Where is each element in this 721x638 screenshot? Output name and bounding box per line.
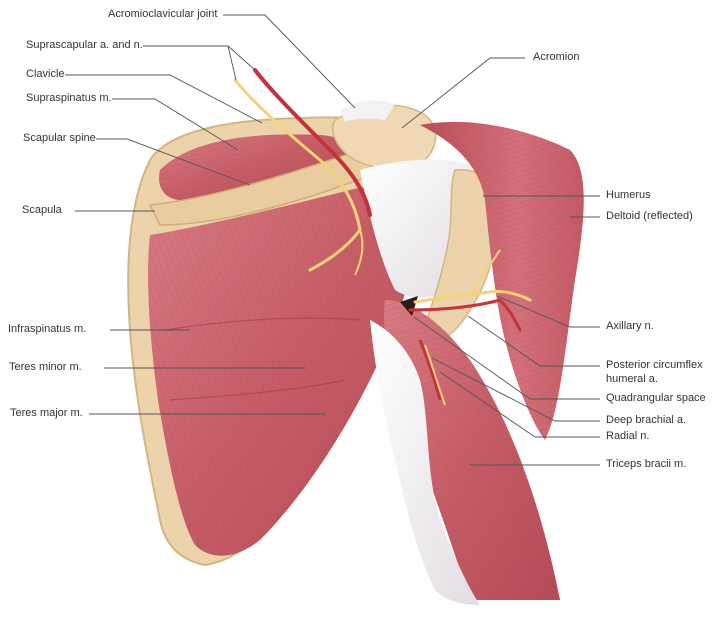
- axillary-nerve: [413, 290, 532, 304]
- posterior-circumflex-artery: [408, 298, 522, 332]
- label-clavicle: Clavicle: [26, 68, 65, 80]
- label-quadrangular-space: Quadrangular space: [606, 392, 706, 404]
- triceps-tendon: [370, 320, 480, 605]
- label-triceps: Triceps bracii m.: [606, 458, 687, 470]
- leader-lines: [65, 14, 600, 466]
- acromioclavicular-joint-capsule: [340, 100, 395, 122]
- label-suprascapular: Suprascapular a. and n.: [26, 39, 143, 51]
- label-posterior-circumflex-line2: humeral a.: [606, 373, 658, 385]
- deep-brachial-artery: [418, 339, 442, 401]
- label-teres-minor: Teres minor m.: [9, 361, 82, 373]
- label-scapula: Scapula: [22, 204, 62, 216]
- label-scapular-spine: Scapular spine: [23, 132, 96, 144]
- label-acromioclavicular-joint: Acromioclavicular joint: [108, 8, 218, 20]
- label-deltoid: Deltoid (reflected): [606, 210, 693, 222]
- label-acromion: Acromion: [533, 51, 580, 63]
- label-supraspinatus: Supraspinatus m.: [26, 92, 112, 104]
- label-infraspinatus: Infraspinatus m.: [8, 323, 87, 335]
- label-axillary: Axillary n.: [606, 320, 654, 332]
- suprascapular-artery: [253, 68, 372, 217]
- label-posterior-circumflex-line1: Posterior circumflex: [606, 359, 703, 371]
- radial-nerve: [424, 344, 446, 406]
- label-radial: Radial n.: [606, 430, 650, 442]
- label-humerus: Humerus: [606, 189, 651, 201]
- label-teres-major: Teres major m.: [10, 407, 83, 419]
- suprascapular-nerve: [233, 78, 362, 272]
- label-deep-brachial: Deep brachial a.: [606, 414, 687, 426]
